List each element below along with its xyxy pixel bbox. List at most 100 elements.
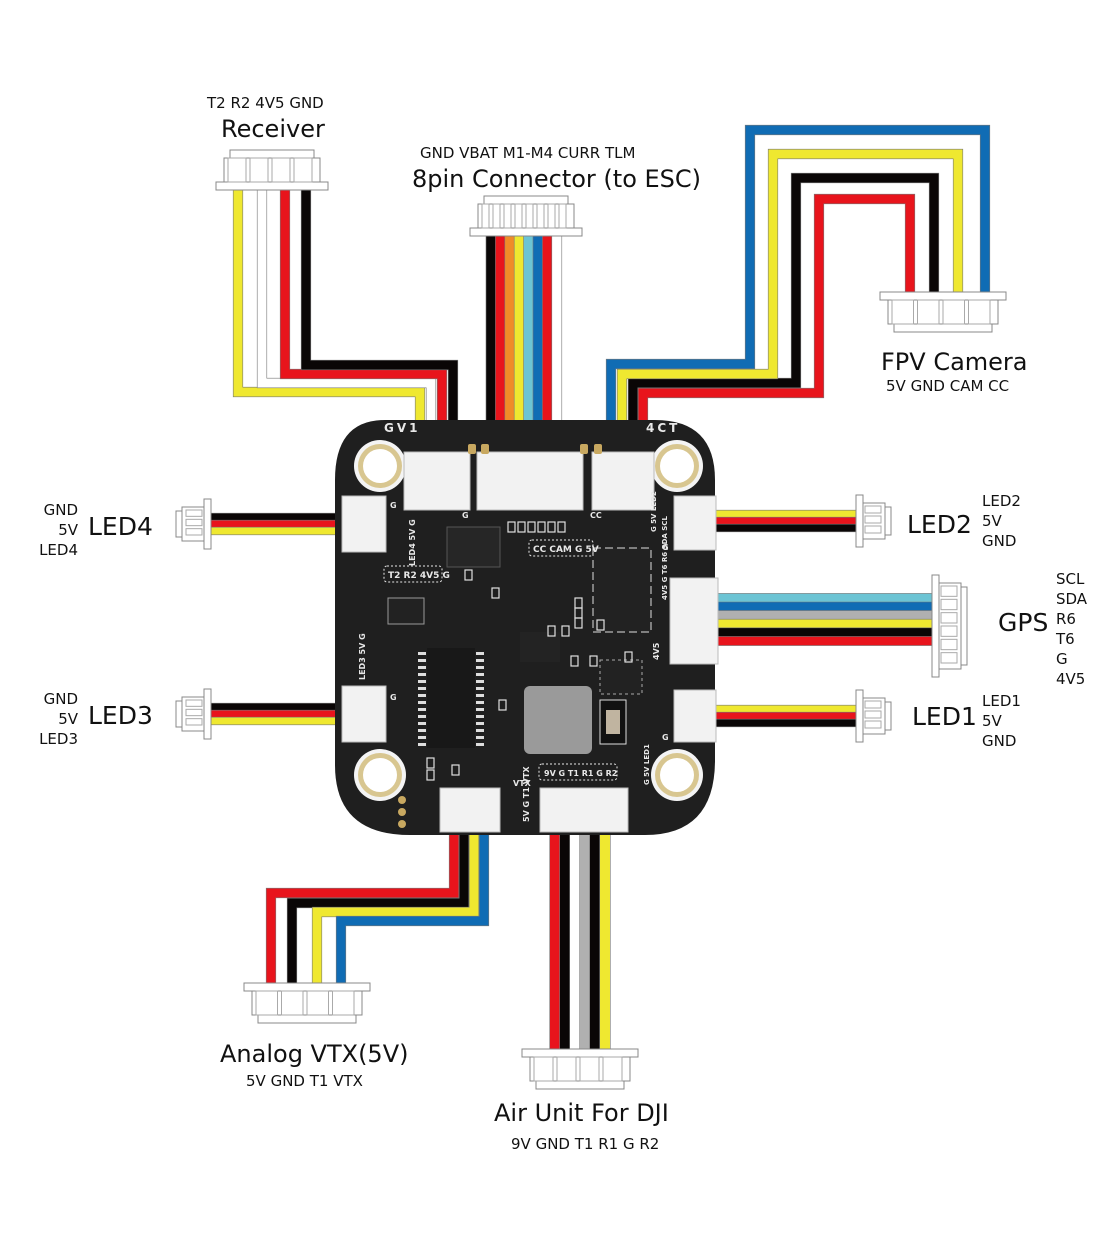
mcu-pin-right-13 bbox=[476, 743, 484, 746]
fpv-camera-wire-3 bbox=[606, 125, 990, 455]
silk-vtx: VTX bbox=[513, 779, 532, 788]
mcu-pin-right-6 bbox=[476, 694, 484, 697]
silk-dji-box bbox=[538, 763, 618, 781]
fpv-camera-title: FPV Camera bbox=[881, 348, 1028, 376]
led3-header bbox=[341, 685, 387, 743]
receiver-pin-labels: T2 R2 4V5 GND bbox=[207, 94, 324, 112]
smd-component-8 bbox=[574, 617, 583, 629]
fpv-camera-pin-labels: 5V GND CAM CC bbox=[886, 377, 1010, 395]
smd-component-10 bbox=[561, 625, 570, 637]
silk-gps-4v5: 4V5 bbox=[652, 642, 661, 660]
esc-plug-pin-3 bbox=[514, 203, 523, 229]
silk-led4: LED4 5V G bbox=[408, 519, 417, 566]
silk-dji: 9V G T1 R1 G R2 bbox=[544, 769, 617, 778]
dji-air-unit-plug-pin-2 bbox=[579, 1056, 600, 1082]
led3-plug-base bbox=[175, 700, 183, 728]
receiver-wire-2 bbox=[280, 190, 447, 455]
mcu-pin-left-1 bbox=[418, 659, 426, 662]
mounting-hole-0 bbox=[363, 449, 397, 483]
led3-plug bbox=[175, 688, 212, 740]
gps-plug bbox=[931, 574, 968, 678]
mcu-pin-right-10 bbox=[476, 722, 484, 725]
led2-pin-2: GND bbox=[982, 532, 1017, 550]
mcu-pin-left-6 bbox=[418, 694, 426, 697]
receiver-plug-pin-1 bbox=[249, 157, 269, 183]
mcu-pin-right-8 bbox=[476, 708, 484, 711]
dji-air-unit-plug bbox=[521, 1048, 639, 1090]
silk-fpv-camera: CC CAM G 5V bbox=[533, 545, 599, 555]
smd-component-3 bbox=[537, 521, 546, 533]
silk-cc: CC bbox=[590, 511, 602, 520]
led4-pin-labels: GND 5V LED4 bbox=[20, 500, 78, 560]
silk-g-led1: G bbox=[662, 733, 669, 742]
mounting-hole-1 bbox=[660, 449, 694, 483]
mcu-pin-right-7 bbox=[476, 701, 484, 704]
vtx-header bbox=[439, 787, 501, 833]
led4-plug-pin-1 bbox=[185, 518, 203, 527]
esc-pin-labels: GND VBAT M1-M4 CURR TLM bbox=[420, 144, 636, 162]
led2-pin-labels: LED2 5V GND bbox=[982, 491, 1021, 551]
led1-pin-1: 5V bbox=[982, 712, 1002, 730]
mcu-pin-left-0 bbox=[418, 652, 426, 655]
led2-plug-pin-2 bbox=[864, 525, 882, 534]
led1-plug-pin-1 bbox=[864, 710, 882, 719]
analog-vtx-pin-labels: 5V GND T1 VTX bbox=[246, 1072, 363, 1090]
analog-vtx-plug bbox=[243, 982, 371, 1024]
silk-g-rx: G bbox=[462, 511, 469, 520]
mcu-pin-right-0 bbox=[476, 652, 484, 655]
dji-air-unit-pin-labels: 9V GND T1 R1 G R2 bbox=[511, 1135, 660, 1153]
gps-pin-0: SCL bbox=[1056, 570, 1085, 588]
mcu-pin-left-5 bbox=[418, 687, 426, 690]
mcu-pin-right-11 bbox=[476, 729, 484, 732]
esc-plug-pin-7 bbox=[558, 203, 567, 229]
silk-led1: G 5V LED1 bbox=[643, 744, 651, 785]
led4-header bbox=[341, 495, 387, 553]
smd-component-5 bbox=[557, 521, 566, 533]
fpv-camera-wire-2 bbox=[617, 149, 963, 455]
fpv-camera-header bbox=[591, 451, 655, 511]
led2-plug-lip bbox=[855, 494, 864, 548]
smd-component-14 bbox=[426, 757, 435, 769]
smd-component-11 bbox=[570, 655, 579, 667]
gps-plug-pin-0 bbox=[940, 585, 958, 597]
gold-pad-0 bbox=[468, 444, 476, 454]
mcu-pin-left-10 bbox=[418, 722, 426, 725]
led3-title: LED3 bbox=[88, 701, 153, 730]
gps-pin-4: G bbox=[1056, 650, 1068, 668]
gps-plug-lip bbox=[931, 574, 940, 678]
analog-vtx-plug-base bbox=[257, 1014, 357, 1024]
analog-vtx-plug-lip bbox=[243, 982, 371, 992]
receiver-wire-1 bbox=[257, 190, 436, 455]
led3-pin-2: LED3 bbox=[39, 730, 78, 748]
silk-led2: G 5V LED2 bbox=[650, 491, 658, 532]
led1-plug bbox=[855, 689, 892, 743]
gps-title: GPS bbox=[998, 608, 1049, 637]
led3-pin-0: GND bbox=[43, 690, 78, 708]
led4-title: LED4 bbox=[88, 512, 153, 541]
smd-component-18 bbox=[596, 619, 605, 631]
gps-plug-pin-4 bbox=[940, 638, 958, 651]
led3-plug-pin-1 bbox=[185, 708, 203, 717]
flash-chip bbox=[524, 686, 592, 754]
esc-plug-pin-0 bbox=[481, 203, 490, 229]
silk-g-led2: G bbox=[662, 543, 669, 552]
led1-pin-2: GND bbox=[982, 732, 1017, 750]
receiver-plug-base bbox=[229, 149, 315, 159]
gps-pin-1: SDA bbox=[1056, 590, 1088, 608]
mcu-pin-left-4 bbox=[418, 680, 426, 683]
gps-plug-pin-2 bbox=[940, 612, 958, 624]
receiver-wire-3 bbox=[301, 190, 458, 455]
smd-component-16 bbox=[451, 764, 460, 776]
led2-title: LED2 bbox=[907, 510, 972, 539]
smd-component-19 bbox=[491, 587, 500, 599]
led1-pin-0: LED1 bbox=[982, 692, 1021, 710]
led2-pin-0: LED2 bbox=[982, 492, 1021, 510]
receiver-header bbox=[403, 451, 471, 511]
silk-g-led4: G bbox=[390, 501, 397, 510]
led2-plug-pin-0 bbox=[864, 505, 882, 514]
crystal bbox=[599, 699, 627, 745]
led3-plug-pin-0 bbox=[185, 699, 203, 707]
gps-header bbox=[669, 577, 719, 665]
esc-plug-lip bbox=[469, 227, 583, 237]
